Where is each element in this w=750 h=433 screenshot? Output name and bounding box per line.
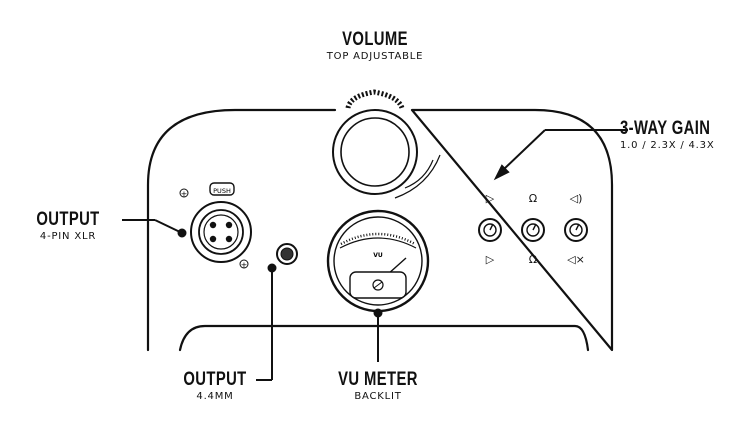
xlr-push-label: PUSH [213,187,231,195]
device-body [146,108,614,352]
vu-meter: VU [326,209,430,313]
gain-symbol-bottom-3: ◁× [567,253,585,266]
callout-gain-subtitle: 1.0 / 2.3X / 4.3X [620,140,715,151]
callout-volume-subtitle: TOP ADJUSTABLE [326,51,424,62]
callout-output-jack: OUTPUT 4.4MM [170,370,260,402]
xlr-connector[interactable]: PUSH + + [179,182,252,270]
callout-output-xlr-title: OUTPUT [36,209,100,230]
callout-gain: 3-WAY GAIN 1.0 / 2.3X / 4.3X [620,119,748,151]
callout-output-xlr: OUTPUT 4-PIN XLR [18,210,118,242]
callout-gain-title: 3-WAY GAIN [620,118,711,139]
gain-symbol-top-1: ▷ [486,192,495,205]
vu-face-label: VU [373,252,383,259]
xlr-screw-bottom: + [241,261,248,270]
callout-output-xlr-subtitle: 4-PIN XLR [39,231,97,242]
volume-knob[interactable] [332,89,441,199]
callout-lines [122,129,628,381]
gain-controls[interactable] [478,218,588,242]
callout-volume-title: VOLUME [342,29,408,50]
device-lower-inset [178,324,590,352]
gain-symbol-bottom-1: ▷ [486,253,495,266]
gain-symbol-top-2: Ω [529,192,537,205]
callout-output-jack-subtitle: 4.4MM [196,391,234,402]
gain-symbol-bottom-2: Ω [529,253,537,266]
callout-vu-meter-subtitle: BACKLIT [354,391,402,402]
callout-vu-meter: VU METER BACKLIT [318,370,438,402]
jack-4-4mm[interactable] [276,243,298,265]
callout-output-jack-title: OUTPUT [183,369,247,390]
callout-volume: VOLUME TOP ADJUSTABLE [300,30,450,62]
gain-symbols: ▷ Ω ◁) ▷ Ω ◁× [486,192,585,266]
gain-symbol-top-3: ◁) [570,192,583,205]
callout-vu-meter-title: VU METER [338,369,418,390]
xlr-screw-top: + [181,190,188,199]
